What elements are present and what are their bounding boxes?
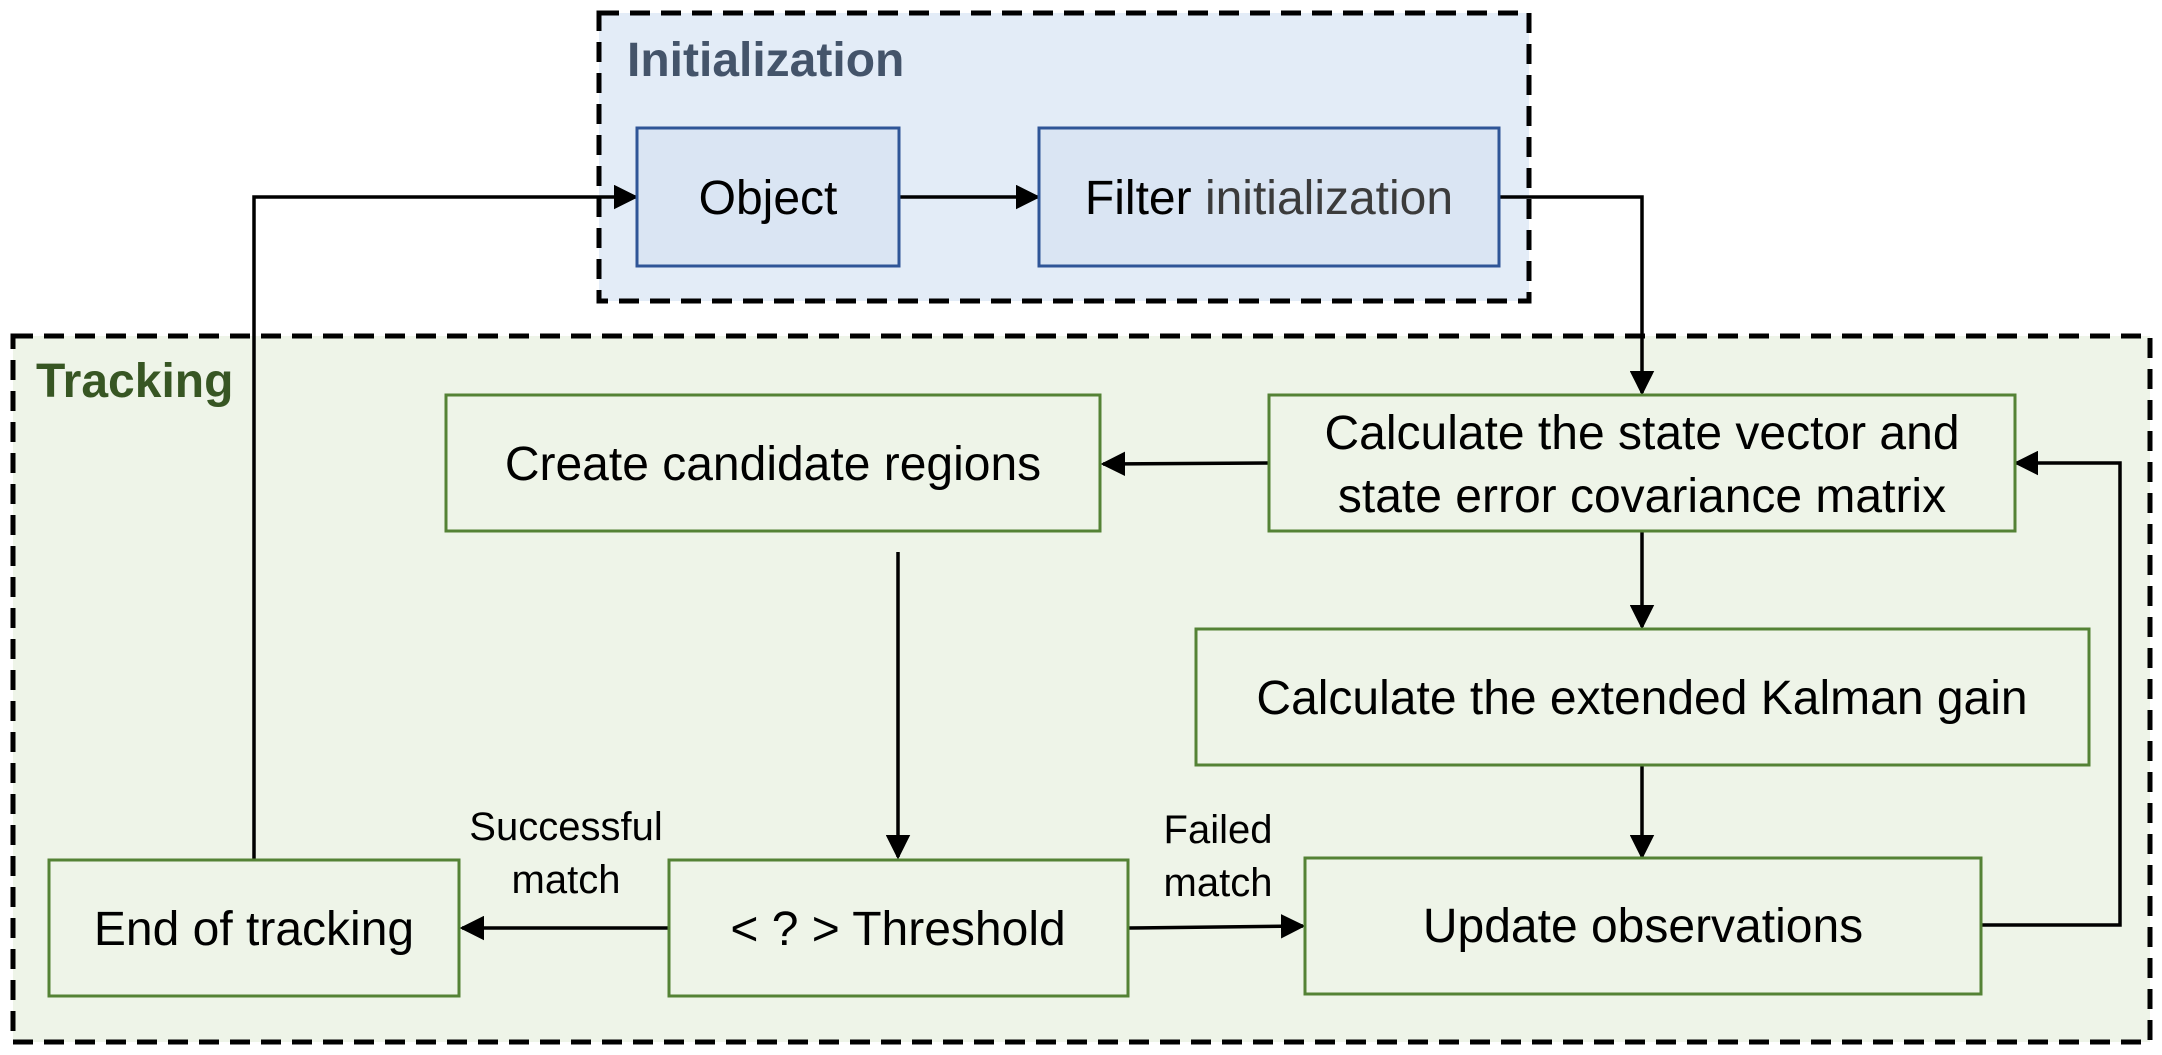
node-create-candidate-regions-box: [444, 393, 1102, 533]
node-filter-initialization-label-a: Filter: [1085, 172, 1192, 225]
edges: [252, 184, 2122, 941]
edge-update-to-calc-state: [1981, 450, 2122, 927]
node-create-candidate-regions: Create candidate regions: [444, 393, 1102, 533]
edge-calc-state-to-candidate: [1100, 451, 1270, 477]
node-end-of-tracking-label: End of tracking: [94, 903, 414, 956]
node-end-of-tracking-box: [47, 858, 461, 998]
node-kalman-gain-label: Calculate the extended Kalman gain: [1256, 672, 2027, 725]
node-update-observations: Update observations: [1303, 856, 1983, 996]
edge-end-to-object: [252, 184, 639, 859]
node-calculate-state: Calculate the state vector and state err…: [1267, 393, 2017, 533]
edge-filter-to-calc-state: [1499, 195, 1655, 396]
node-kalman-gain-box: [1194, 627, 2091, 767]
node-calculate-state-box: [1267, 393, 2017, 533]
node-threshold: < ? > Threshold: [667, 858, 1130, 998]
edge-label-failed: Failed: [1164, 808, 1273, 852]
node-end-of-tracking: End of tracking: [47, 858, 461, 998]
node-object: Object: [635, 126, 901, 268]
node-create-candidate-regions-label: Create candidate regions: [505, 438, 1041, 491]
edge-label-successful: Successful: [469, 805, 662, 849]
node-update-observations-label: Update observations: [1423, 900, 1863, 953]
tracking-group-title: Tracking: [36, 355, 233, 408]
node-calculate-state-line1: Calculate the state vector and: [1324, 407, 1959, 460]
edge-label-successful-match: match: [512, 858, 621, 902]
node-update-observations-box: [1303, 856, 1983, 996]
node-filter-initialization: Filter initialization: [1037, 126, 1501, 268]
initialization-group-title: Initialization: [627, 34, 904, 87]
node-object-box: [635, 126, 901, 268]
node-object-label: Object: [699, 172, 838, 225]
node-calculate-state-line2: state error covariance matrix: [1338, 470, 1946, 523]
edge-threshold-to-update: [1127, 914, 1306, 939]
edge-labels: Successful match Failed match: [469, 805, 1272, 905]
node-threshold-label: < ? > Threshold: [730, 903, 1065, 956]
edge-label-failed-match: match: [1164, 861, 1273, 905]
node-kalman-gain: Calculate the extended Kalman gain: [1194, 627, 2091, 767]
node-filter-initialization-label: Filter initialization: [1085, 172, 1453, 225]
node-threshold-box: [667, 858, 1130, 998]
node-filter-initialization-label-b: initialization: [1205, 172, 1453, 225]
node-filter-initialization-box: [1037, 126, 1501, 268]
